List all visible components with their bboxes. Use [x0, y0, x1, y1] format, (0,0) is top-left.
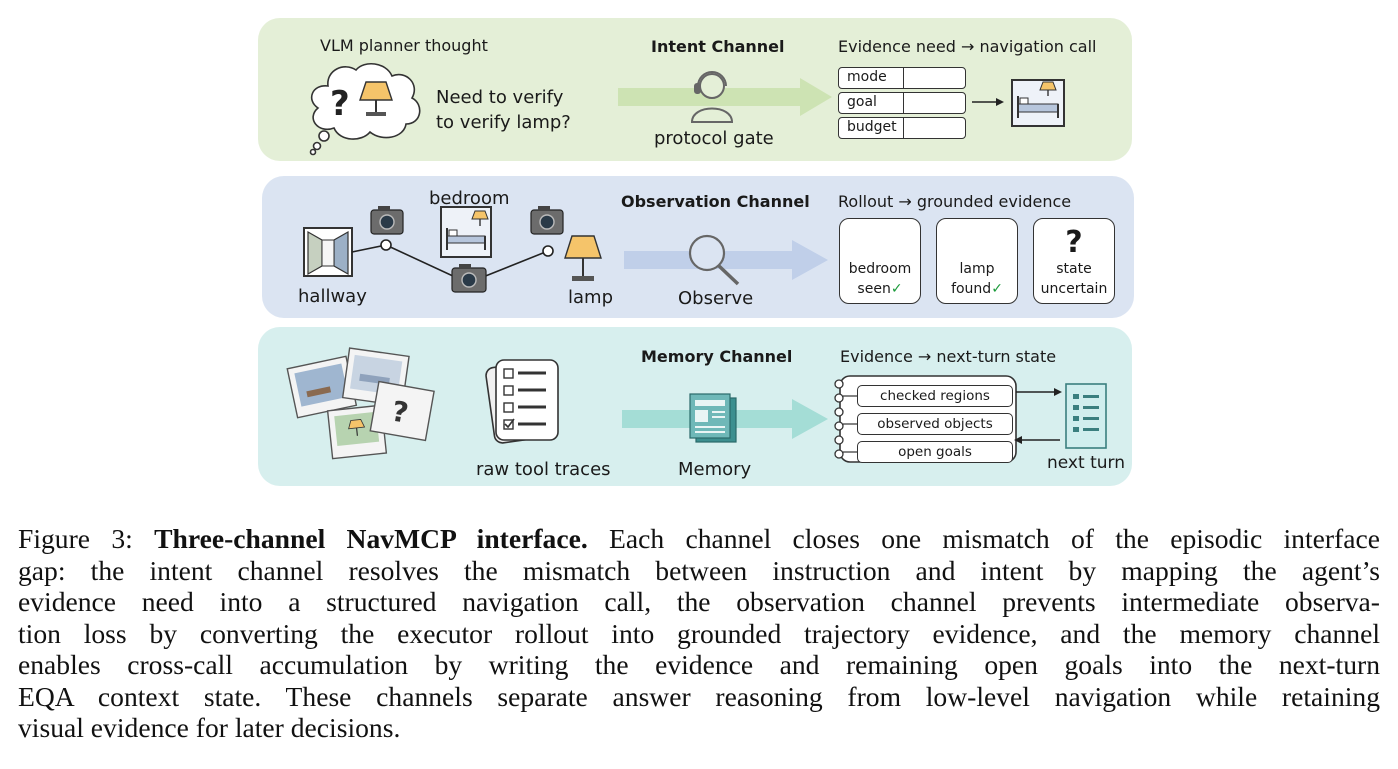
evidence-card-line1: lamp — [959, 261, 995, 277]
hallway-label: hallway — [298, 286, 367, 307]
lamp-icon — [564, 235, 602, 281]
magnifier-icon — [688, 234, 740, 286]
check-icon: ✓ — [991, 281, 1003, 297]
waypoint-node — [542, 245, 554, 257]
question-icon: ? — [330, 84, 350, 124]
evidence-card-line2: found — [951, 281, 992, 297]
call-field-budget: budget — [838, 117, 966, 139]
planner-title: VLM planner thought — [320, 36, 488, 55]
headset-user-icon — [690, 71, 734, 123]
protocol-gate-label: protocol gate — [654, 128, 774, 149]
question-icon: ? — [1065, 225, 1083, 260]
memory-slot-observed-objects: observed objects — [857, 413, 1013, 435]
check-icon: ✓ — [890, 281, 903, 297]
lamp-label: lamp — [568, 287, 613, 308]
call-field-mode: mode — [838, 67, 966, 89]
bedroom-frame-icon — [1011, 79, 1065, 127]
evidence-title: Rollout → grounded evidence — [838, 192, 1072, 211]
caption-line: Figure 3: Three-channel NavMCP interface… — [18, 523, 1380, 554]
evidence-card-line2: seen — [857, 281, 891, 297]
evidence-card-line2: uncertain — [1040, 281, 1108, 297]
evidence-card-line1: bedroom — [848, 261, 912, 277]
hallway-door-icon — [303, 227, 353, 277]
thought-line-2: to verify lamp? — [436, 112, 571, 133]
evidence-card-line1: state — [1056, 261, 1092, 277]
svg-text:?: ? — [389, 395, 411, 430]
bedroom-icon — [440, 206, 492, 258]
evidence-card-lamp: lamp found✓ — [936, 218, 1018, 304]
next-turn-label: next turn — [1047, 453, 1125, 473]
thought-cloud-icon — [309, 63, 421, 156]
raw-tool-traces-label: raw tool traces — [476, 459, 611, 480]
photo-pile-icon: ? — [286, 347, 435, 460]
observation-arrow — [624, 240, 828, 280]
observation-channel-title: Observation Channel — [621, 192, 810, 211]
figure-caption: Figure 3: Three-channel NavMCP interface… — [18, 523, 1380, 744]
lamp-icon — [359, 81, 393, 116]
memory-channel-title: Memory Channel — [641, 347, 793, 366]
navigation-call-title: Evidence need → navigation call — [838, 37, 1097, 56]
thought-line-1: Need to verify — [436, 87, 564, 108]
caption-line: EQA context state. These channels separa… — [18, 680, 1380, 712]
call-field-goal: goal — [838, 92, 966, 114]
caption-line: evidence need into a structured navigati… — [18, 586, 1380, 617]
intent-channel-title: Intent Channel — [651, 37, 785, 56]
trajectory-path — [351, 244, 549, 284]
bedroom-label: bedroom — [429, 188, 510, 209]
camera-icon — [370, 206, 404, 235]
memory-slot-open-goals: open goals — [857, 441, 1013, 463]
caption-line: visual evidence for later decisions. — [18, 712, 401, 743]
intent-arrow — [618, 78, 832, 116]
diagram-graphics: ? — [286, 63, 1107, 463]
camera-icon — [530, 206, 564, 235]
caption-line: gap: the intent channel resolves the mis… — [18, 554, 1380, 586]
evidence-card-bedroom: bedroom seen✓ — [839, 218, 921, 304]
memory-label: Memory — [678, 459, 752, 480]
next-turn-document-icon — [1065, 383, 1107, 449]
evidence-card-uncertain: ? state uncertain — [1033, 218, 1115, 304]
memory-slot-checked-regions: checked regions — [857, 385, 1013, 407]
caption-line: enables cross-call accumulation by writi… — [18, 649, 1380, 680]
observe-label: Observe — [678, 288, 754, 309]
newspaper-icon — [689, 393, 737, 443]
checklist-icon — [485, 359, 559, 444]
state-title: Evidence → next-turn state — [840, 347, 1057, 366]
camera-icon — [451, 264, 487, 293]
waypoint-node — [380, 239, 392, 251]
caption-line: tion loss by converting the executor rol… — [18, 617, 1380, 649]
